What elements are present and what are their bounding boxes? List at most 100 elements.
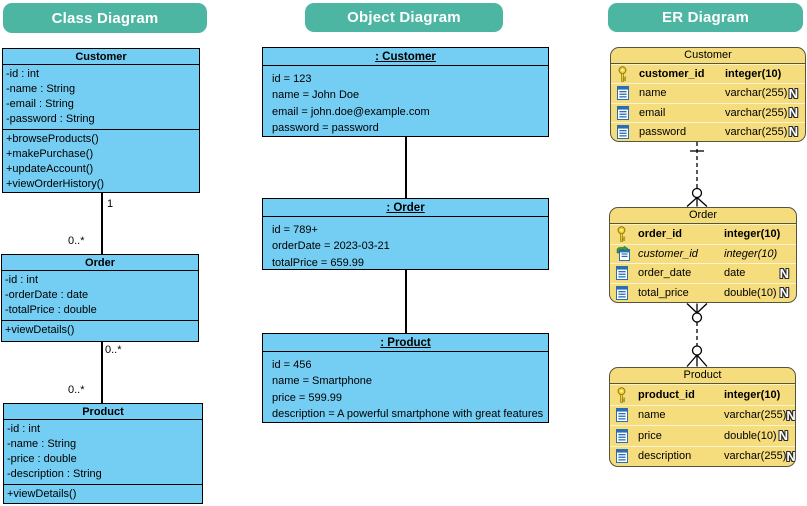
er-column-type: varchar(255) bbox=[724, 409, 787, 422]
class-box-product[interactable]: Product -id : int -name : String -price … bbox=[3, 403, 203, 504]
er-column-name: password bbox=[639, 125, 687, 138]
class-attribute: -name : String bbox=[7, 438, 77, 450]
class-attribute: -price : double bbox=[7, 453, 77, 465]
er-column-name: name bbox=[639, 87, 667, 100]
column-icon bbox=[617, 86, 632, 101]
link-order-product bbox=[405, 270, 407, 333]
class-attribute: -description : String bbox=[7, 468, 102, 480]
class-operation: +makePurchase() bbox=[6, 148, 94, 160]
er-column-row: customer_id integer(10) bbox=[610, 243, 796, 264]
object-slot: name = Smartphone bbox=[272, 375, 372, 388]
object-slot: id = 789+ bbox=[272, 224, 318, 236]
association-customer-order bbox=[101, 193, 103, 254]
er-entity-title-order: Order bbox=[610, 208, 796, 224]
object-diagram-header-label: Object Diagram bbox=[347, 9, 461, 26]
link-customer-order bbox=[405, 137, 407, 198]
class-box-customer[interactable]: Customer -id : int -name : String -email… bbox=[2, 48, 200, 193]
er-column-row: product_id integer(10) bbox=[610, 384, 795, 405]
class-title-customer: Customer bbox=[3, 49, 199, 65]
class-attributes-order: -id : int -orderDate : date -totalPrice … bbox=[2, 271, 198, 320]
er-column-name: total_price bbox=[638, 286, 689, 299]
column-icon bbox=[616, 428, 631, 443]
er-column-type: varchar(255) bbox=[725, 106, 788, 119]
nullable-icon: N bbox=[779, 265, 789, 281]
er-column-row: customer_id integer(10) bbox=[611, 64, 805, 83]
class-operations-product: +viewDetails() bbox=[4, 484, 202, 504]
er-column-name: order_date bbox=[638, 267, 692, 280]
er-relationship-customer-order bbox=[686, 142, 708, 207]
object-slots-customer: id = 123 name = John Doe email = john.do… bbox=[263, 66, 548, 139]
class-title-product: Product bbox=[4, 404, 202, 420]
er-relationship-order-product bbox=[686, 303, 708, 367]
object-slots-product: id = 456 name = Smartphone price = 599.9… bbox=[263, 352, 548, 425]
er-column-row: order_date date N bbox=[610, 263, 796, 283]
er-entity-order[interactable]: Order order_id integer(10) customer_id i… bbox=[609, 207, 797, 303]
object-slot: id = 123 bbox=[272, 73, 312, 85]
object-box-product[interactable]: : Product id = 456 name = Smartphone pri… bbox=[262, 333, 549, 423]
class-box-order[interactable]: Order -id : int -orderDate : date -total… bbox=[1, 254, 199, 342]
er-column-name: email bbox=[639, 106, 666, 119]
class-attribute: -orderDate : date bbox=[5, 289, 89, 301]
er-column-row: email varchar(255) N bbox=[611, 102, 805, 122]
nullable-icon: N bbox=[786, 448, 796, 464]
er-entity-customer[interactable]: Customer customer_id integer(10) name va… bbox=[610, 47, 806, 142]
class-attribute: -id : int bbox=[6, 68, 40, 80]
er-column-name: name bbox=[638, 409, 666, 422]
object-slot: id = 456 bbox=[272, 359, 312, 371]
object-slot: password = password bbox=[272, 122, 379, 135]
er-column-type: varchar(255) bbox=[725, 125, 788, 138]
class-attribute: -totalPrice : double bbox=[5, 304, 97, 316]
association-order-product bbox=[101, 342, 103, 403]
er-column-type: date bbox=[724, 267, 746, 280]
er-column-row: description varchar(255) N bbox=[610, 445, 796, 467]
er-column-type: double(10) bbox=[724, 286, 777, 299]
object-slot: description = A powerful smartphone with… bbox=[272, 408, 544, 421]
er-column-name: product_id bbox=[638, 388, 695, 401]
class-diagram-header-label: Class Diagram bbox=[51, 9, 159, 27]
nullable-icon: N bbox=[786, 407, 796, 423]
class-attribute: -password : String bbox=[6, 113, 95, 125]
multiplicity-label: 0..* bbox=[68, 235, 85, 247]
multiplicity-label: 0..* bbox=[105, 344, 122, 356]
class-operation: +updateAccount() bbox=[6, 163, 94, 175]
nullable-icon: N bbox=[788, 124, 798, 140]
nullable-icon: N bbox=[779, 285, 789, 301]
class-diagram-header: Class Diagram bbox=[3, 3, 207, 33]
class-attribute: -id : int bbox=[5, 274, 39, 286]
er-column-row: price double(10) N bbox=[610, 425, 795, 446]
multiplicity-label: 1 bbox=[107, 198, 114, 210]
er-column-row: total_price double(10) N bbox=[610, 282, 796, 303]
er-column-row: name varchar(255) N bbox=[611, 83, 805, 102]
object-box-order[interactable]: : Order id = 789+ orderDate = 2023-03-21… bbox=[262, 198, 549, 270]
class-operations-customer: +browseProducts() +makePurchase() +updat… bbox=[3, 129, 199, 194]
class-operation: +viewDetails() bbox=[7, 488, 77, 500]
object-slots-order: id = 789+ orderDate = 2023-03-21 totalPr… bbox=[263, 217, 548, 273]
object-slot: totalPrice = 659.99 bbox=[272, 256, 365, 269]
er-entity-title-customer: Customer bbox=[611, 48, 805, 64]
er-column-name: price bbox=[638, 429, 662, 442]
er-column-type: varchar(255) bbox=[725, 87, 788, 100]
column-icon bbox=[616, 408, 631, 423]
class-attributes-product: -id : int -name : String -price : double… bbox=[4, 420, 202, 484]
object-slot: orderDate = 2023-03-21 bbox=[272, 240, 390, 253]
er-column-type: integer(10) bbox=[724, 388, 781, 401]
primary-key-icon bbox=[616, 387, 631, 403]
er-column-row: name varchar(255) N bbox=[610, 404, 796, 426]
object-title-order: : Order bbox=[263, 199, 548, 217]
er-diagram-header-label: ER Diagram bbox=[661, 9, 750, 26]
primary-key-icon bbox=[617, 66, 632, 82]
er-entity-product[interactable]: Product product_id integer(10) name varc… bbox=[609, 367, 796, 467]
column-icon bbox=[616, 285, 631, 300]
er-column-name: customer_id bbox=[639, 68, 705, 81]
object-slot: price = 599.99 bbox=[272, 391, 343, 404]
column-icon bbox=[616, 449, 631, 464]
class-operation: +browseProducts() bbox=[6, 133, 99, 145]
object-title-customer: : Customer bbox=[263, 48, 548, 66]
class-attribute: -name : String bbox=[6, 83, 76, 95]
nullable-icon: N bbox=[778, 428, 788, 444]
object-diagram-header: Object Diagram bbox=[305, 3, 503, 32]
object-box-customer[interactable]: : Customer id = 123 name = John Doe emai… bbox=[262, 47, 549, 137]
column-icon bbox=[616, 266, 631, 281]
class-attributes-customer: -id : int -name : String -email : String… bbox=[3, 65, 199, 129]
